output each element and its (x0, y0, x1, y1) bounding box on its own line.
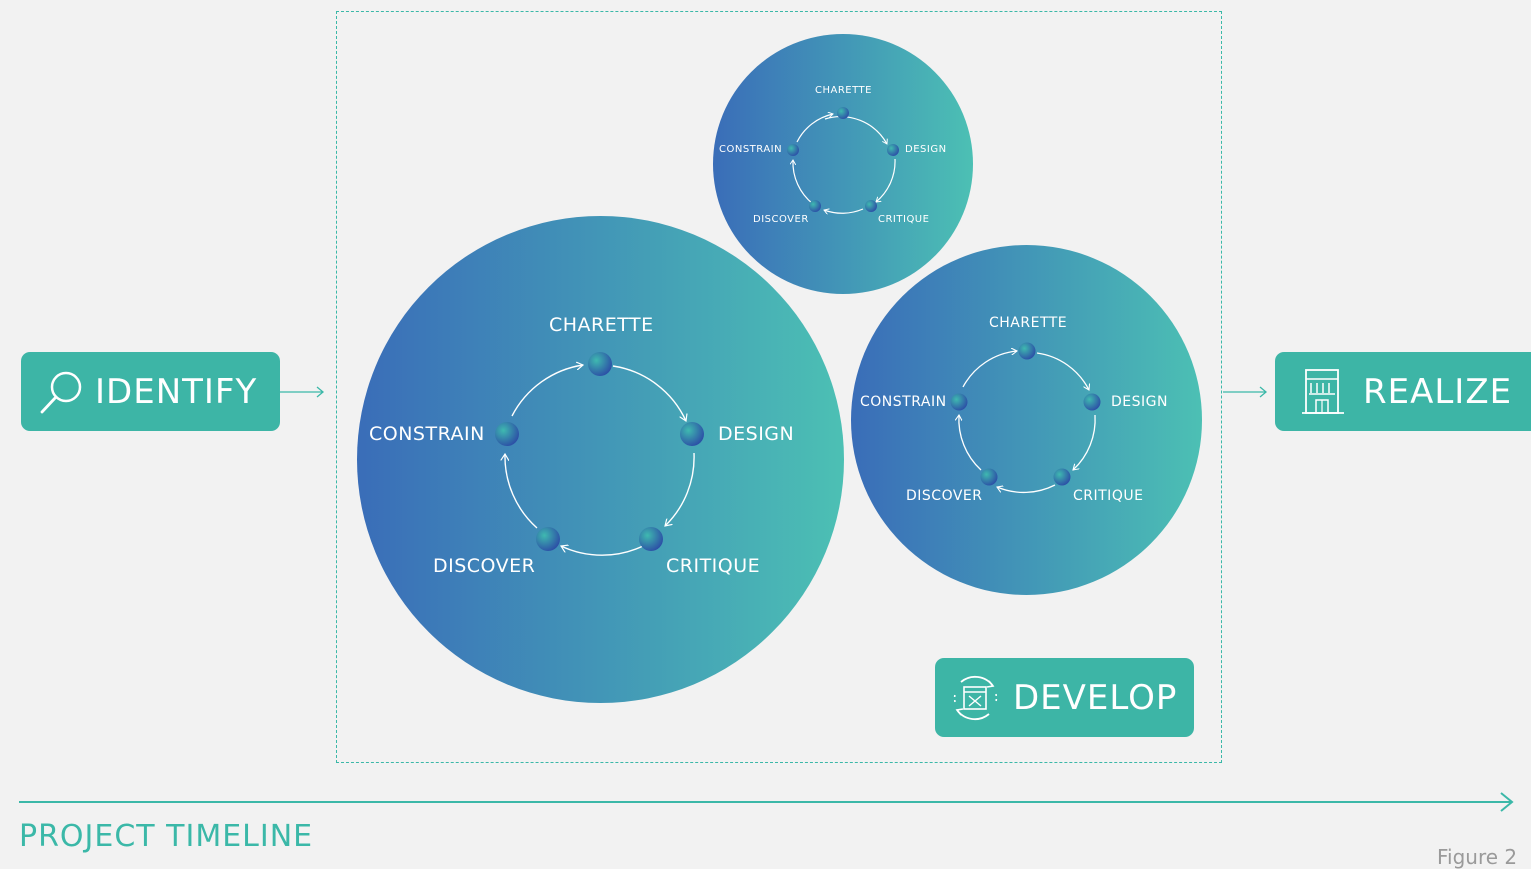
stage-label-design: DESIGN (905, 144, 947, 155)
identify-label: IDENTIFY (95, 371, 258, 412)
stage-label-charette: CHARETTE (989, 315, 1068, 331)
develop-label: DEVELOP (1013, 677, 1178, 718)
cycle-node (1018, 342, 1036, 360)
cycle-graphic (950, 342, 1101, 494)
stage-label-discover: DISCOVER (433, 555, 536, 577)
arrow-identify-to-develop (280, 386, 325, 398)
stage-label-critique: CRITIQUE (666, 555, 761, 577)
stage-label-discover: DISCOVER (906, 488, 983, 504)
cycle-graphic (787, 107, 899, 294)
cycle-node (588, 352, 612, 376)
cycle-node (887, 144, 899, 156)
stage-label-charette: CHARETTE (549, 314, 654, 336)
cycle-node (536, 527, 560, 551)
stage-label-design: DESIGN (1111, 394, 1168, 410)
identify-phase: IDENTIFY (21, 352, 280, 431)
iteration-circle-small: CHARETTE DESIGN CRITIQUE DISCOVER CONSTR… (713, 34, 973, 294)
arrow-develop-to-realize (1223, 386, 1268, 398)
cycle-node (1083, 393, 1101, 411)
cycle-node (837, 107, 849, 119)
iteration-circle-large: CHARETTE DESIGN CRITIQUE DISCOVER CONSTR… (357, 216, 844, 703)
timeline-arrow (19, 792, 1514, 812)
stage-label-charette: CHARETTE (815, 85, 872, 96)
iteration-window-icon (949, 672, 1001, 724)
figure-caption: Figure 2 (1437, 845, 1518, 869)
cycle-node (865, 200, 877, 212)
cycle-node (980, 468, 998, 486)
stage-label-critique: CRITIQUE (1073, 488, 1144, 504)
stage-label-design: DESIGN (718, 423, 795, 445)
realize-phase: REALIZE (1275, 352, 1531, 431)
cycle-node (950, 393, 968, 411)
cycle-node (809, 200, 821, 212)
cycle-node (787, 144, 799, 156)
stage-label-constrain: CONSTRAIN (369, 423, 485, 445)
building-icon (1301, 367, 1345, 417)
stage-label-discover: DISCOVER (753, 214, 809, 225)
cycle-node (1053, 468, 1071, 486)
cycle-node (639, 527, 663, 551)
develop-frame (336, 11, 1222, 763)
develop-phase: DEVELOP (935, 658, 1194, 737)
cycle-node (680, 422, 704, 446)
cycle-graphic (495, 352, 704, 556)
stage-label-critique: CRITIQUE (878, 214, 930, 225)
search-icon (39, 369, 85, 415)
realize-label: REALIZE (1363, 371, 1513, 412)
stage-label-constrain: CONSTRAIN (860, 394, 947, 410)
stage-label-constrain: CONSTRAIN (719, 144, 783, 155)
cycle-node (495, 422, 519, 446)
iteration-circle-medium: CHARETTE DESIGN CRITIQUE DISCOVER CONSTR… (851, 245, 1202, 595)
timeline-label: PROJECT TIMELINE (19, 819, 314, 854)
